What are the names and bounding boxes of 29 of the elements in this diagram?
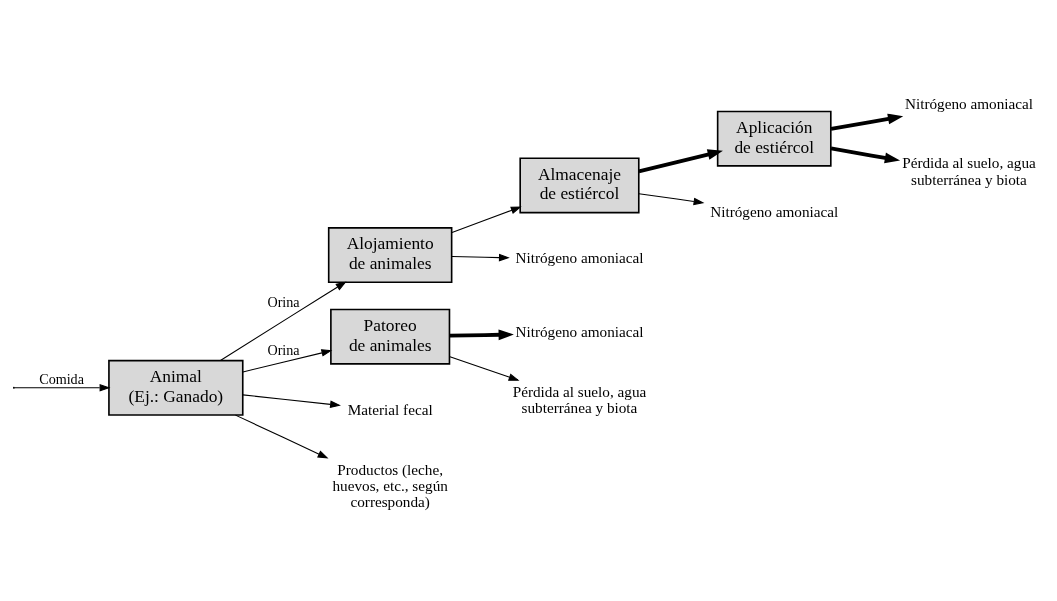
node-text: Nitrógeno amoniacal xyxy=(515,323,644,341)
arrow xyxy=(451,253,510,262)
node-box: Almacenaje de estiércol xyxy=(519,157,640,214)
node-text: Nitrógeno amoniacal xyxy=(904,94,1033,112)
arrow xyxy=(830,146,901,164)
node-text: Pérdida al suelo, agua subterránea y biota xyxy=(902,154,1036,188)
node-box: Patoreo de animales xyxy=(330,308,451,365)
node-box: Alojamiento de animales xyxy=(327,227,453,284)
arrow xyxy=(638,149,723,174)
arrow xyxy=(234,414,329,459)
node-box: Aplicación de estiércol xyxy=(716,110,832,167)
edge-label: Orina xyxy=(267,341,300,358)
arrow xyxy=(449,329,514,341)
arrow xyxy=(451,206,522,233)
node-text: Productos (leche, huevos, etc., según corresponda) xyxy=(332,460,448,511)
edge-label: Comida xyxy=(39,370,84,387)
node-text: Nitrógeno amoniacal xyxy=(515,249,644,267)
arrow xyxy=(638,193,705,206)
arrow xyxy=(242,394,341,409)
node-text: Material fecal xyxy=(347,400,433,418)
node-box: Animal (Ej.: Ganado) xyxy=(108,359,244,416)
arrow xyxy=(13,384,111,392)
arrow xyxy=(219,281,347,361)
node-text: Nitrógeno amoniacal xyxy=(710,202,839,220)
arrow xyxy=(242,349,333,373)
edge-label: Orina xyxy=(267,293,300,310)
arrow xyxy=(830,113,904,131)
node-text: Pérdida al suelo, agua subterránea y biota xyxy=(512,382,647,417)
arrow xyxy=(449,356,520,381)
